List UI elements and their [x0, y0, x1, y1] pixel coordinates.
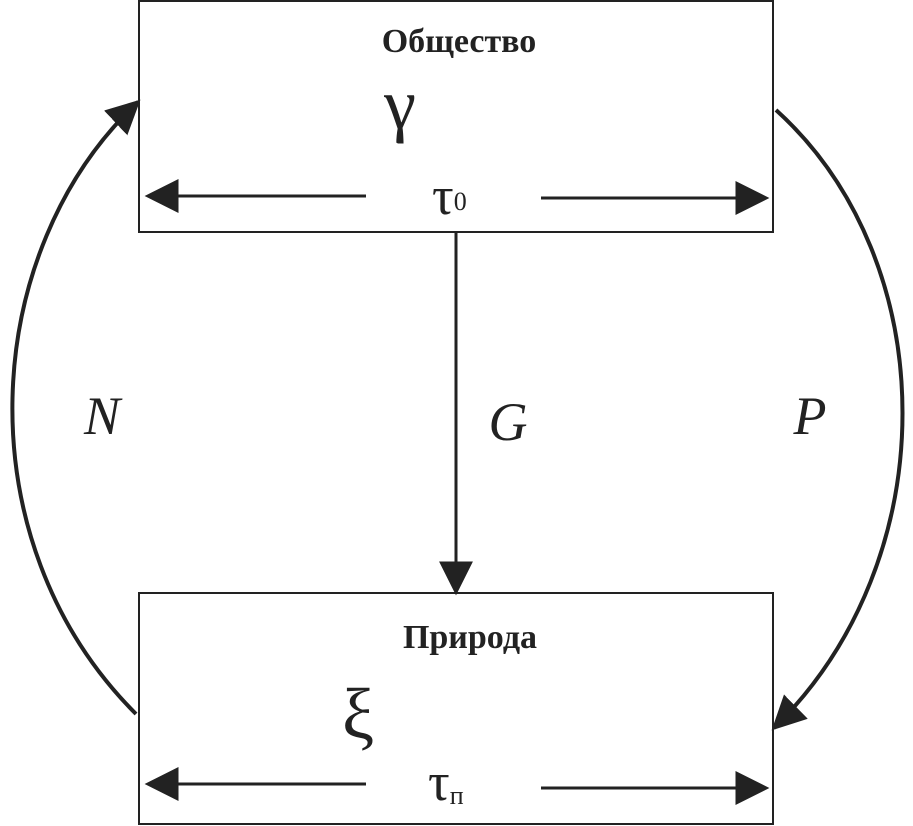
nature-title: Природа — [403, 619, 537, 656]
society-box: Общество γ τ0 — [138, 0, 774, 233]
flow-n-arc — [10, 99, 141, 716]
society-tau-subscript: 0 — [454, 187, 467, 216]
flow-p-arc — [771, 108, 905, 731]
nature-time-label: τп — [428, 752, 464, 812]
nature-box: Природа ξ τп — [138, 592, 774, 825]
flow-g-label: G — [489, 392, 528, 452]
flow-p-label: P — [793, 386, 827, 446]
nature-tau-subscript: п — [450, 781, 464, 810]
flow-n-label: N — [83, 386, 123, 446]
society-tau: τ — [432, 166, 454, 226]
flow-g: G — [439, 233, 528, 596]
flow-n: N — [10, 99, 141, 716]
society-title: Общество — [382, 23, 537, 60]
flow-p: P — [771, 108, 905, 731]
nature-symbol-xi: ξ — [342, 674, 374, 754]
nature-tau: τ — [428, 752, 450, 812]
society-symbol-gamma: γ — [383, 64, 416, 144]
society-time-label: τ0 — [432, 166, 467, 226]
